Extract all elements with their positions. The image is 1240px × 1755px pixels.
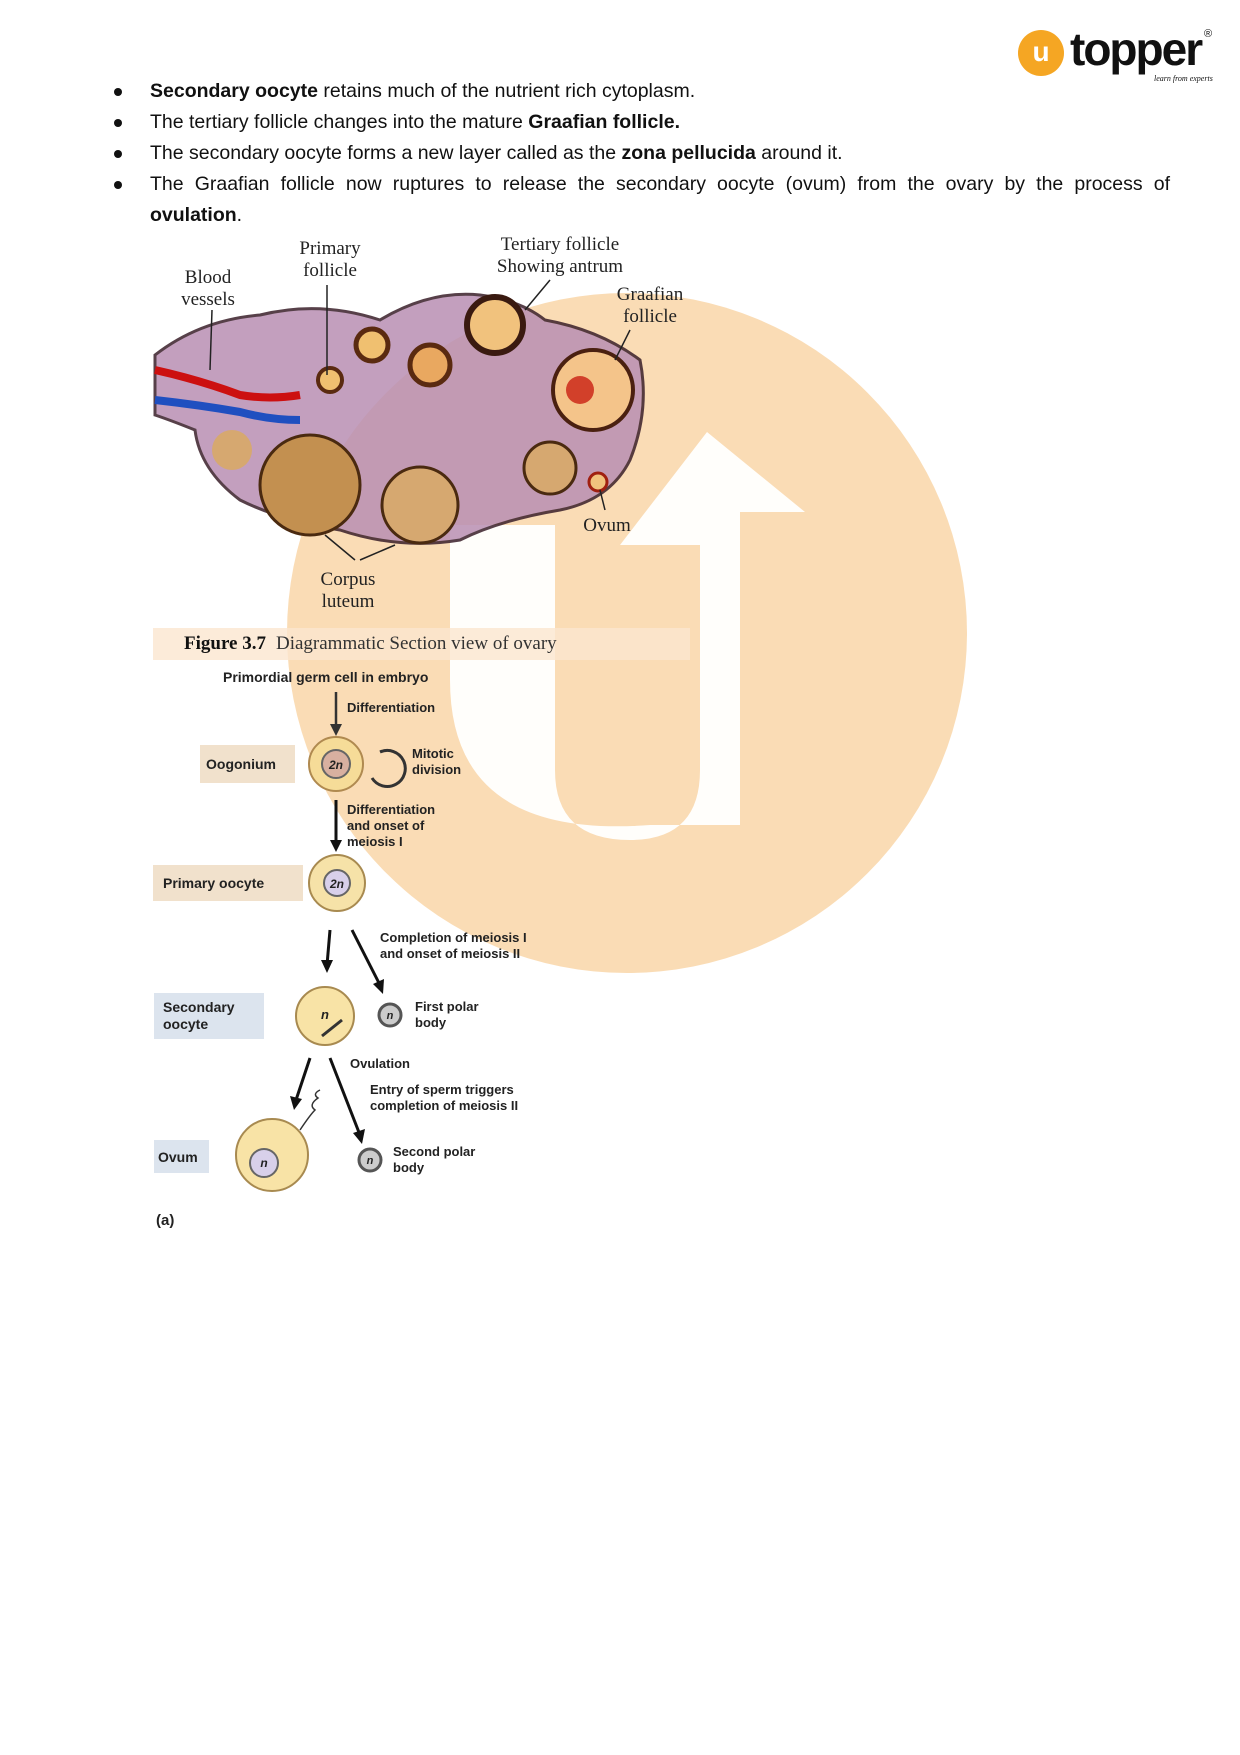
- label-mitotic: division: [412, 762, 461, 777]
- label-diff-meiosis: meiosis I: [347, 834, 403, 849]
- bullet-item: The tertiary follicle changes into the m…: [110, 107, 1170, 138]
- label-ovum: Ovum: [583, 515, 631, 536]
- bullet-text: The Graafian follicle now ruptures to re…: [150, 173, 1170, 195]
- label-tertiary-follicle: Tertiary follicle: [501, 234, 619, 255]
- topper-logo: u topper learn from experts ®: [1018, 23, 1218, 86]
- label-ovulation: Ovulation: [350, 1056, 410, 1071]
- bullet-text: The secondary oocyte forms a new layer c…: [150, 142, 622, 164]
- figure-caption: Figure 3.7 Diagrammatic Section view of o…: [184, 633, 557, 654]
- label-differentiation: Differentiation: [347, 700, 435, 715]
- label-corpus-luteum: Corpus: [321, 569, 376, 590]
- bold-term: Secondary oocyte: [150, 80, 318, 102]
- bold-term: zona pellucida: [621, 142, 756, 164]
- label-primary-oocyte: Primary oocyte: [163, 875, 264, 891]
- logo-tagline: learn from experts: [1154, 74, 1213, 83]
- label-diff-meiosis: Differentiation: [347, 802, 435, 817]
- watermark-arrow-icon: [450, 432, 805, 840]
- label-second-polar-body: Second polar: [393, 1144, 475, 1159]
- oogenesis-flowchart: Primordial germ cell in embryo Different…: [153, 669, 527, 1229]
- label-ovum-stage: Ovum: [158, 1149, 198, 1165]
- label-primary-follicle: Primary: [299, 238, 361, 259]
- label-tertiary-follicle: Showing antrum: [497, 256, 623, 277]
- label-sperm-entry: completion of meiosis II: [370, 1098, 518, 1113]
- figure-caption-text: Diagrammatic Section view of ovary: [276, 633, 557, 654]
- label-second-polar-body: body: [393, 1160, 425, 1175]
- bullet-text: around it.: [755, 142, 843, 164]
- label-n: n: [387, 1010, 394, 1022]
- figure-number: Figure 3.7: [184, 633, 266, 654]
- ovary-labels: Blood vessels Primary follicle Tertiary …: [181, 234, 684, 612]
- label-2n: 2n: [329, 877, 344, 891]
- label-first-polar-body: First polar: [415, 999, 479, 1014]
- logo-word: topper: [1070, 23, 1203, 75]
- bullet-item: The secondary oocyte forms a new layer c…: [110, 138, 1170, 169]
- label-mitotic: Mitotic: [412, 746, 454, 761]
- label-blood-vessels: Blood: [185, 267, 232, 288]
- label-n: n: [367, 1155, 374, 1167]
- bullet-item: Secondary oocyte retains much of the nut…: [110, 76, 1170, 107]
- label-completion: Completion of meiosis I: [380, 930, 527, 945]
- mitotic-cycle-icon: [370, 748, 407, 788]
- label-diff-meiosis: and onset of: [347, 818, 425, 833]
- label-n: n: [260, 1156, 267, 1170]
- bullet-item: The Graafian follicle now ruptures to re…: [110, 169, 1170, 231]
- logo-mark: u: [1018, 30, 1064, 76]
- label-secondary-oocyte: Secondary: [163, 999, 235, 1015]
- label-corpus-luteum: luteum: [322, 591, 375, 612]
- sperm-icon: [299, 1089, 321, 1131]
- ovary-diagram: [153, 279, 645, 561]
- bullet-text: The tertiary follicle changes into the m…: [150, 111, 529, 133]
- label-primary-follicle: follicle: [303, 260, 357, 281]
- label-blood-vessels: vessels: [181, 289, 235, 310]
- label-first-polar-body: body: [415, 1015, 447, 1030]
- bullet-text: .: [236, 204, 243, 226]
- label-oogonium: Oogonium: [206, 756, 276, 772]
- logo-registered: ®: [1204, 28, 1213, 40]
- label-sperm-entry: Entry of sperm triggers: [370, 1082, 514, 1097]
- bullet-list: Secondary oocyte retains much of the nut…: [110, 76, 1170, 231]
- label-n: n: [321, 1007, 329, 1022]
- label-graafian-follicle: Graafian: [617, 284, 684, 305]
- label-graafian-follicle: follicle: [623, 306, 677, 327]
- label-secondary-oocyte: oocyte: [163, 1016, 208, 1032]
- bullet-text: retains much of the nutrient rich cytopl…: [317, 80, 696, 102]
- label-2n: 2n: [328, 758, 343, 772]
- label-completion: and onset of meiosis II: [380, 946, 520, 961]
- label-primordial: Primordial germ cell in embryo: [223, 669, 428, 685]
- bold-term: ovulation: [150, 204, 237, 226]
- panel-label: (a): [156, 1212, 174, 1229]
- bold-term: Graafian follicle.: [528, 111, 680, 133]
